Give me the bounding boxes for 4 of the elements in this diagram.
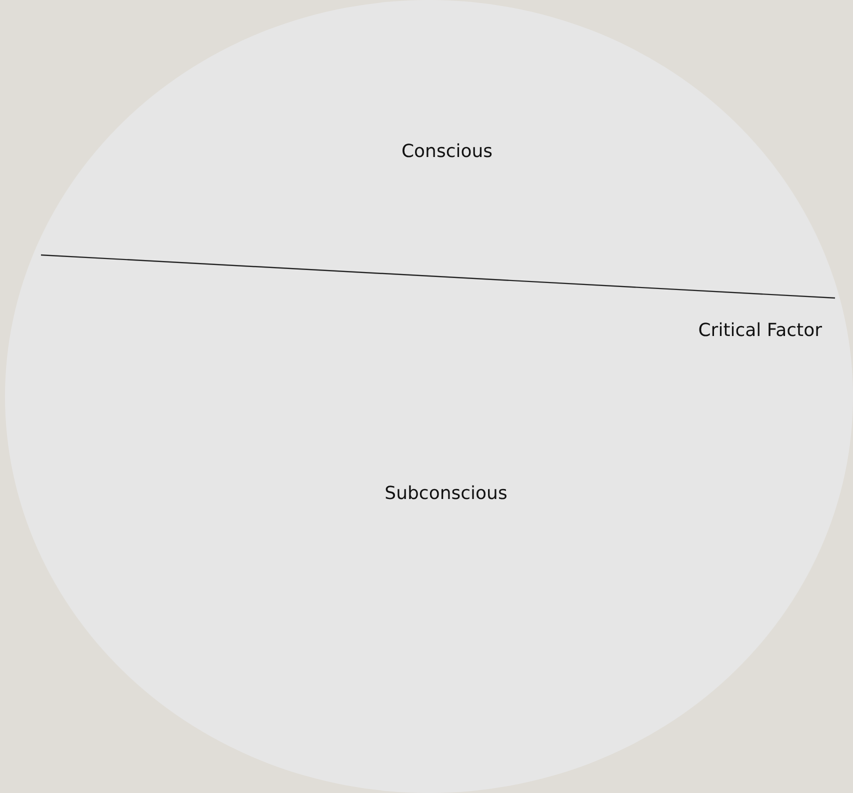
region-label: Conscious <box>401 141 493 162</box>
line-label: Critical Factor <box>698 320 822 341</box>
region-label: Subconscious <box>384 483 508 504</box>
mind-circle <box>5 0 853 793</box>
